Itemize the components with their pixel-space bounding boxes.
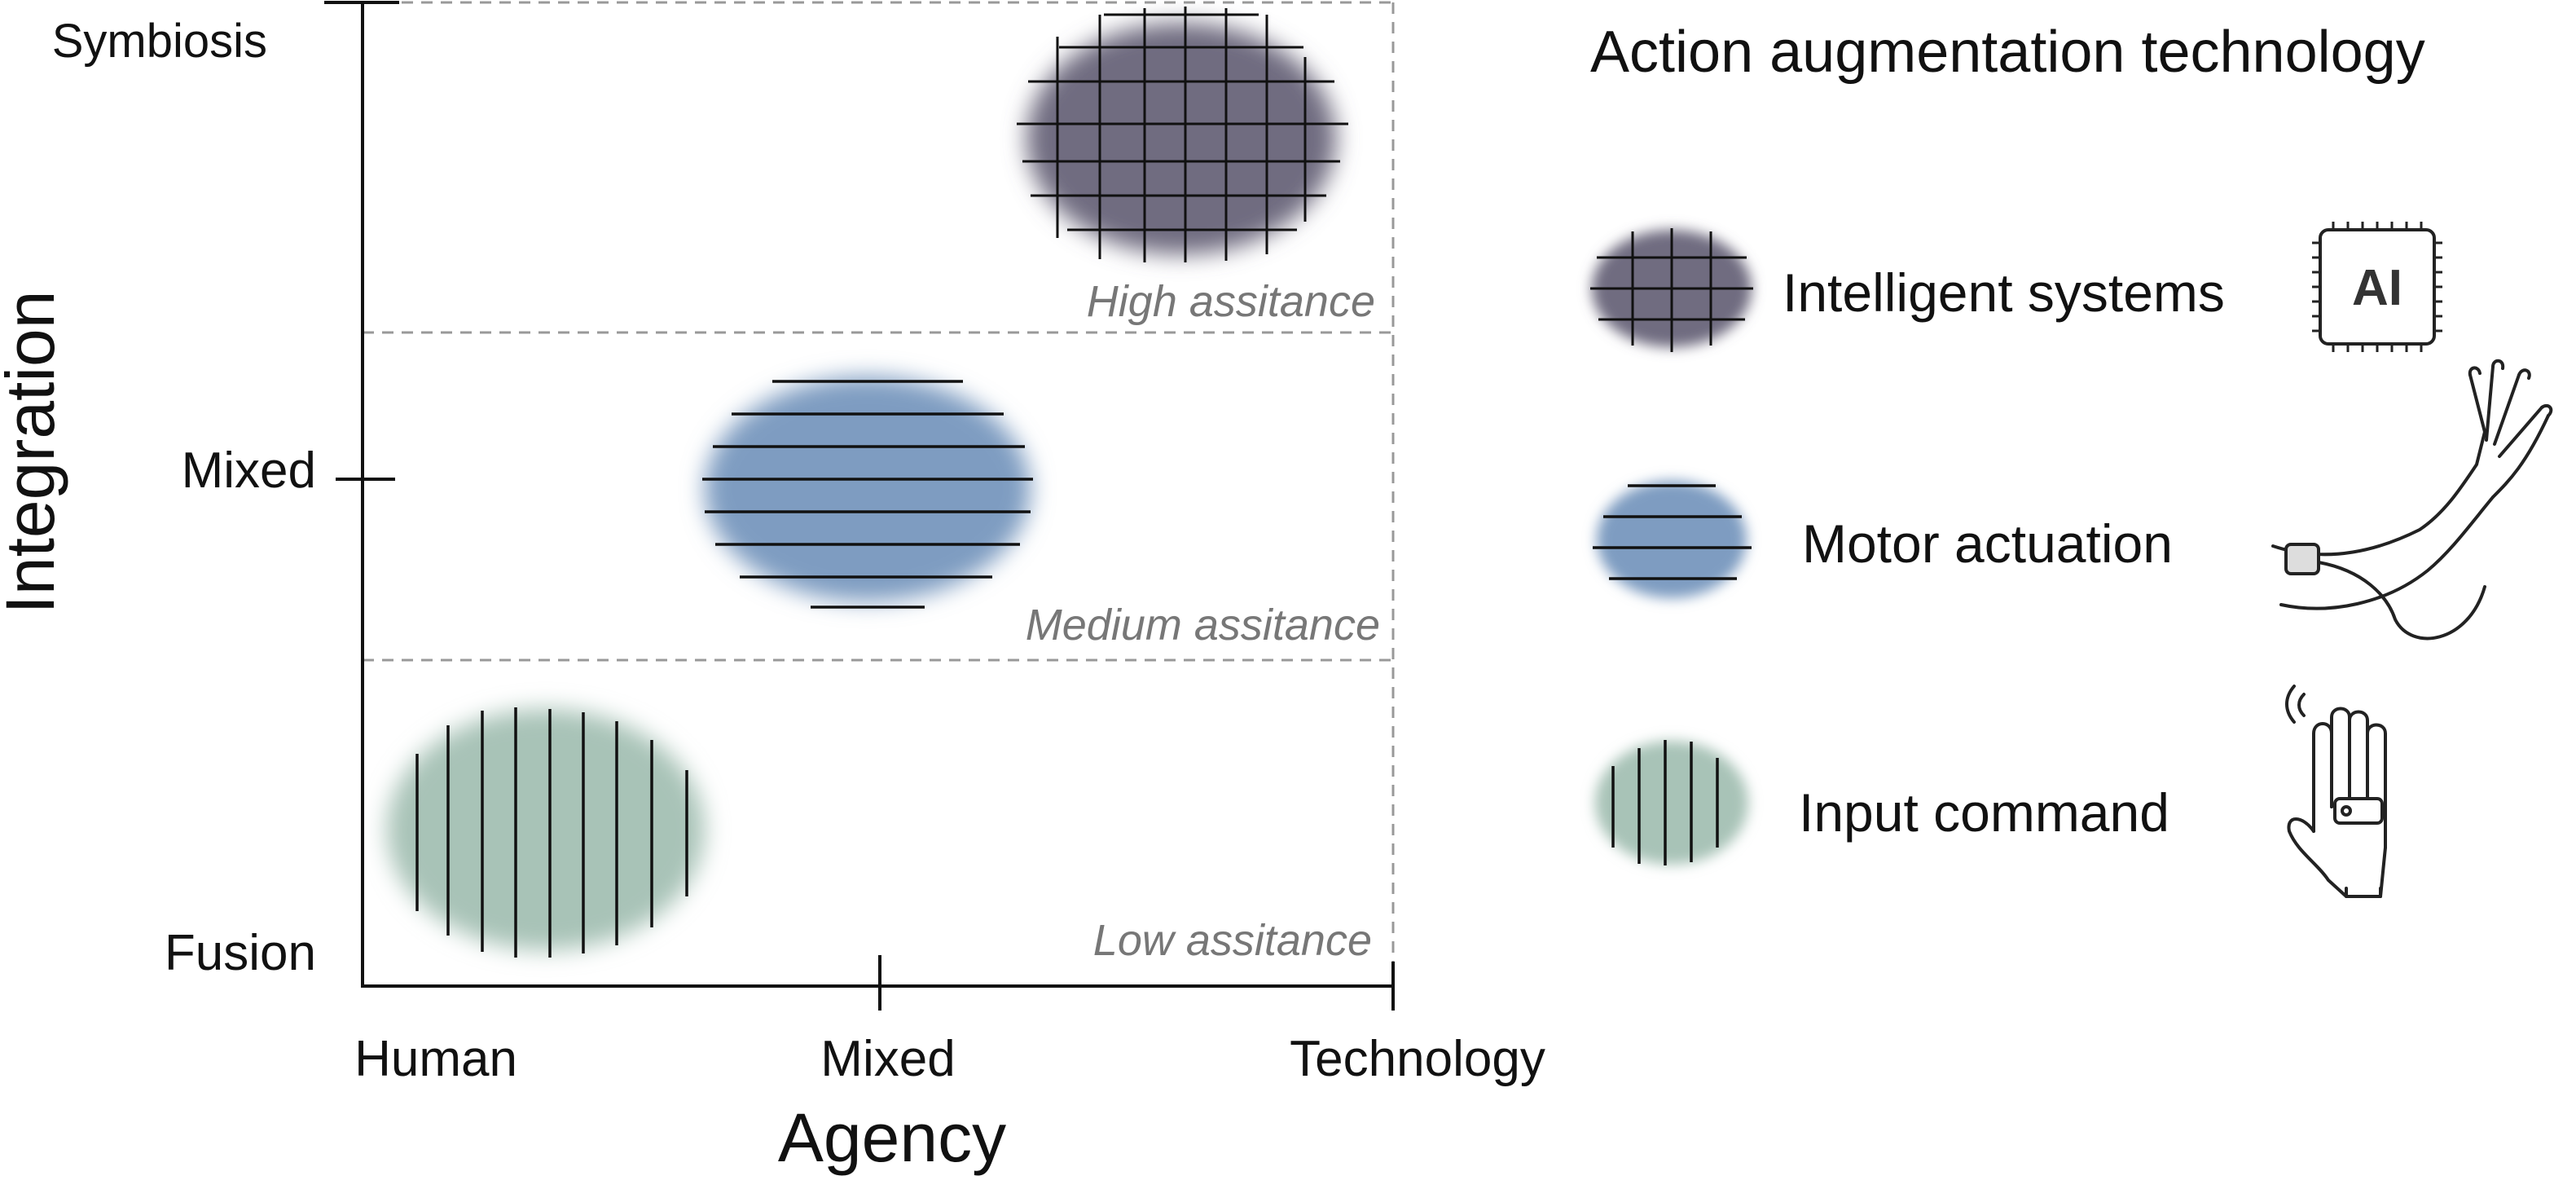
legend-item-motor-actuation: Motor actuation (1593, 359, 2553, 641)
x-tick-technology: Technology (1290, 1031, 1545, 1087)
legend-title: Action augmentation technology (1590, 20, 2425, 85)
glove-sensor-icon (2285, 685, 2387, 898)
region-label-low: Low assitance (1093, 916, 1372, 965)
region-label-high: High assitance (1087, 277, 1375, 326)
axes (324, 1, 1395, 1011)
legend-label-motor-actuation: Motor actuation (1802, 513, 2173, 574)
region-label-medium: Medium assitance (1026, 601, 1380, 650)
legend-swatch-grid (1590, 228, 1753, 352)
x-axis-title: Agency (778, 1099, 1006, 1176)
blob-motor-actuation (702, 377, 1033, 609)
blob-intelligent-systems (1017, 7, 1348, 262)
region-grid (363, 1, 1395, 970)
legend-item-intelligent-systems: Intelligent systems AI (1590, 222, 2442, 352)
x-tick-human: Human (354, 1031, 517, 1087)
ai-chip-icon: AI (2312, 222, 2442, 352)
arm-stimulator-icon (2271, 359, 2553, 641)
y-tick-mixed: Mixed (182, 443, 316, 499)
legend-swatch-horizontal (1593, 481, 1752, 598)
x-tick-mixed: Mixed (820, 1031, 955, 1087)
legend-label-intelligent-systems: Intelligent systems (1783, 262, 2225, 323)
y-tick-fusion: Fusion (165, 925, 316, 981)
blob-input-command (387, 707, 705, 958)
y-axis-title: Integration (0, 291, 68, 614)
legend-label-input-command: Input command (1799, 782, 2169, 843)
ai-chip-label: AI (2352, 260, 2402, 316)
legend-item-input-command: Input command (1595, 685, 2387, 898)
legend-swatch-vertical (1595, 740, 1748, 865)
y-tick-symbiosis: Symbiosis (52, 15, 267, 68)
